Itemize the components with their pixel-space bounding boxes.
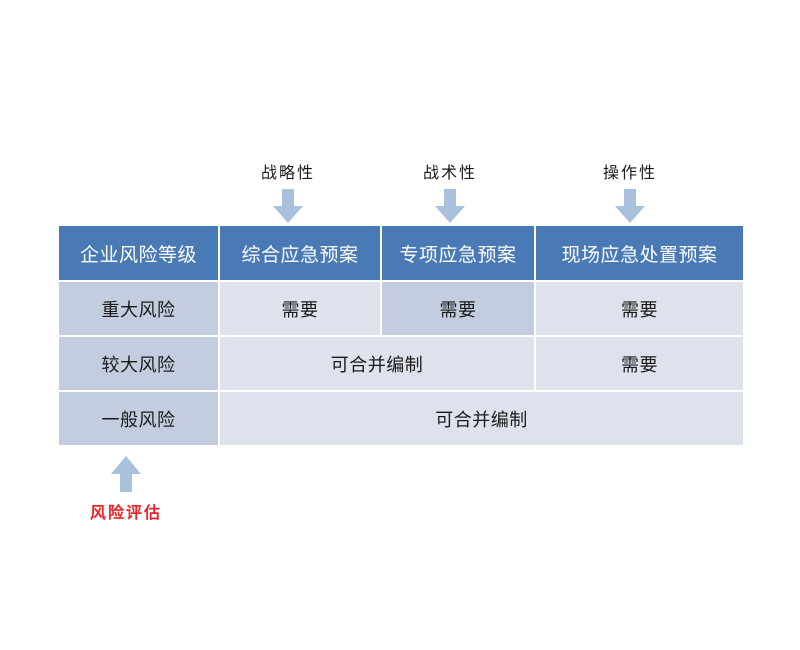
table-header-row: 企业风险等级 综合应急预案 专项应急预案 现场应急处置预案	[59, 226, 743, 280]
bottom-annotation-risk-assessment: 风险评估	[51, 456, 201, 523]
top-annotation-strategic: 战略性	[218, 163, 358, 223]
column-header-risk-level: 企业风险等级	[59, 226, 218, 280]
arrow-shaft	[120, 473, 132, 492]
arrow-shaft	[444, 189, 456, 207]
arrow-down-icon	[615, 189, 645, 223]
annotation-label: 操作性	[602, 163, 657, 182]
cell-general-merged: 可合并编制	[220, 392, 743, 445]
cell-major-comprehensive: 需要	[220, 282, 380, 335]
cell-major-special: 需要	[382, 282, 534, 335]
table-row: 一般风险 可合并编制	[59, 392, 743, 445]
arrow-shaft	[624, 189, 636, 207]
column-header-comprehensive-plan: 综合应急预案	[220, 226, 380, 280]
row-header-major-risk: 重大风险	[59, 282, 218, 335]
row-header-general-risk: 一般风险	[59, 392, 218, 445]
column-header-onsite-plan: 现场应急处置预案	[536, 226, 743, 280]
annotation-label: 战术性	[422, 163, 477, 182]
risk-plan-matrix-table: 企业风险等级 综合应急预案 专项应急预案 现场应急处置预案 重大风险 需要 需要…	[57, 224, 745, 447]
column-header-special-plan: 专项应急预案	[382, 226, 534, 280]
annotation-label: 战略性	[260, 163, 315, 182]
arrow-head	[615, 206, 645, 223]
cell-major-onsite: 需要	[536, 282, 743, 335]
top-annotation-tactical: 战术性	[380, 163, 520, 223]
cell-significant-merged: 可合并编制	[220, 337, 534, 390]
top-annotation-operational: 操作性	[560, 163, 700, 223]
arrow-up-icon	[111, 456, 141, 492]
arrow-shaft	[282, 189, 294, 207]
table-row: 较大风险 可合并编制 需要	[59, 337, 743, 390]
arrow-head	[111, 456, 141, 474]
arrow-head	[435, 206, 465, 223]
arrow-down-icon	[273, 189, 303, 223]
cell-significant-onsite: 需要	[536, 337, 743, 390]
table-row: 重大风险 需要 需要 需要	[59, 282, 743, 335]
arrow-head	[273, 206, 303, 223]
row-header-significant-risk: 较大风险	[59, 337, 218, 390]
arrow-down-icon	[435, 189, 465, 223]
annotation-label: 风险评估	[89, 503, 162, 522]
